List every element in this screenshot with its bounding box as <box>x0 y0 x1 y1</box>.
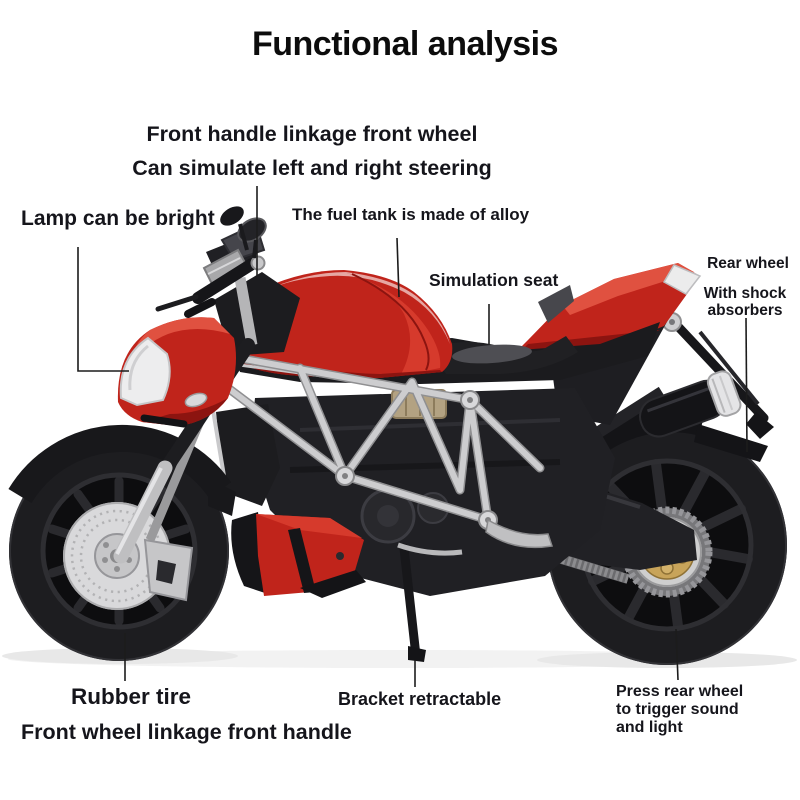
headlight <box>117 317 236 428</box>
floor-shadow <box>2 648 797 668</box>
label-fuel-tank: The fuel tank is made of alloy <box>292 205 530 224</box>
leader-lamp <box>77 247 129 372</box>
label-rubber-tire: Rubber tire <box>71 684 192 709</box>
bar-end <box>250 255 266 271</box>
brake-lever <box>155 294 199 312</box>
taillight <box>662 264 702 295</box>
label-front-handle-linkage: Front handle linkage front wheel <box>146 122 478 146</box>
headlamp-lens <box>119 336 171 407</box>
label-bracket-retractable: Bracket retractable <box>338 689 502 709</box>
label-shock-absorbers: With shock absorbers <box>703 285 787 320</box>
label-press-rear-wheel: Press rear wheel to trigger sound and li… <box>616 683 744 736</box>
front-fender <box>8 424 236 516</box>
handlebar-cluster <box>155 206 267 318</box>
kickstand <box>397 542 463 662</box>
label-steering-simulate: Can simulate left and right steering <box>132 156 492 180</box>
handlebar-grip <box>192 258 258 304</box>
belly-pan <box>231 512 366 598</box>
label-simulation-seat: Simulation seat <box>429 270 559 290</box>
leader-press-rear <box>675 628 679 681</box>
exhaust <box>639 370 742 438</box>
trellis-frame <box>217 350 553 549</box>
leader-lines <box>77 186 748 687</box>
frame-bolts <box>335 390 498 530</box>
label-lamp: Lamp can be bright <box>21 207 215 230</box>
mirror-left <box>220 206 244 226</box>
leader-shock <box>745 317 748 453</box>
leader-fuel-tank <box>396 237 400 298</box>
label-front-wheel-linkage: Front wheel linkage front handle <box>21 720 352 744</box>
label-rear-wheel: Rear wheel <box>707 255 789 272</box>
page-title: Functional analysis <box>251 25 559 63</box>
seat <box>436 336 578 374</box>
airbox-cover <box>214 272 300 356</box>
